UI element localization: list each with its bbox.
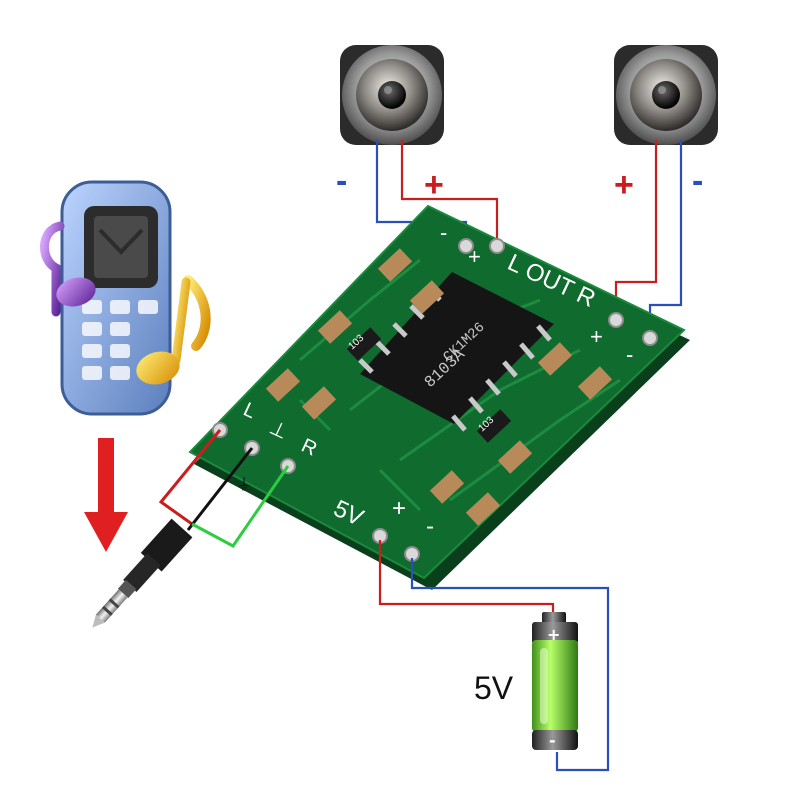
left-input-wire xyxy=(158,429,222,526)
right-speaker-icon xyxy=(614,45,718,145)
power-wires xyxy=(378,540,610,772)
pad-out-plus-left xyxy=(489,238,505,254)
amplifier-board: 8103A CK1M26 103 103 L OUT R - + + - L ⊥ xyxy=(188,204,690,590)
down-arrow-icon xyxy=(84,438,128,552)
power-positive-wire xyxy=(378,540,555,616)
svg-text:-: - xyxy=(549,731,556,750)
out-pad-minus-left-label: - xyxy=(440,220,447,245)
power-plus-label: + xyxy=(392,495,406,522)
right-speaker-minus-label: - xyxy=(692,162,703,200)
right-speaker-negative-wire xyxy=(648,140,683,336)
pad-out-minus-right xyxy=(642,330,658,346)
audio-jack-icon xyxy=(92,518,193,628)
battery-voltage-label: 5V xyxy=(474,670,514,706)
music-note-purple-icon xyxy=(40,221,96,317)
right-input-wire xyxy=(191,465,290,548)
right-speaker-plus-label: + xyxy=(614,166,634,204)
left-speaker-minus-label: - xyxy=(336,162,347,200)
pad-out-plus-right xyxy=(608,312,624,328)
battery-icon: + - xyxy=(532,612,578,750)
music-note-gold-icon xyxy=(136,275,211,385)
power-minus-label: - xyxy=(426,513,434,540)
smd-components xyxy=(265,248,613,526)
ground-input-wire xyxy=(186,447,254,531)
svg-text:+: + xyxy=(547,625,560,644)
left-speaker-plus-label: + xyxy=(424,166,444,204)
power-negative-wire xyxy=(410,558,610,772)
left-speaker-positive-wire xyxy=(400,140,499,244)
pad-out-minus-left xyxy=(458,238,474,254)
amplifier-chip: 8103A CK1M26 xyxy=(358,272,554,432)
left-speaker-icon xyxy=(340,45,444,145)
out-pad-minus-right-label: - xyxy=(626,342,633,367)
input-wires xyxy=(158,429,290,548)
ground-symbol: ⏚ xyxy=(236,475,252,494)
out-pad-plus-right-label: + xyxy=(590,324,603,349)
